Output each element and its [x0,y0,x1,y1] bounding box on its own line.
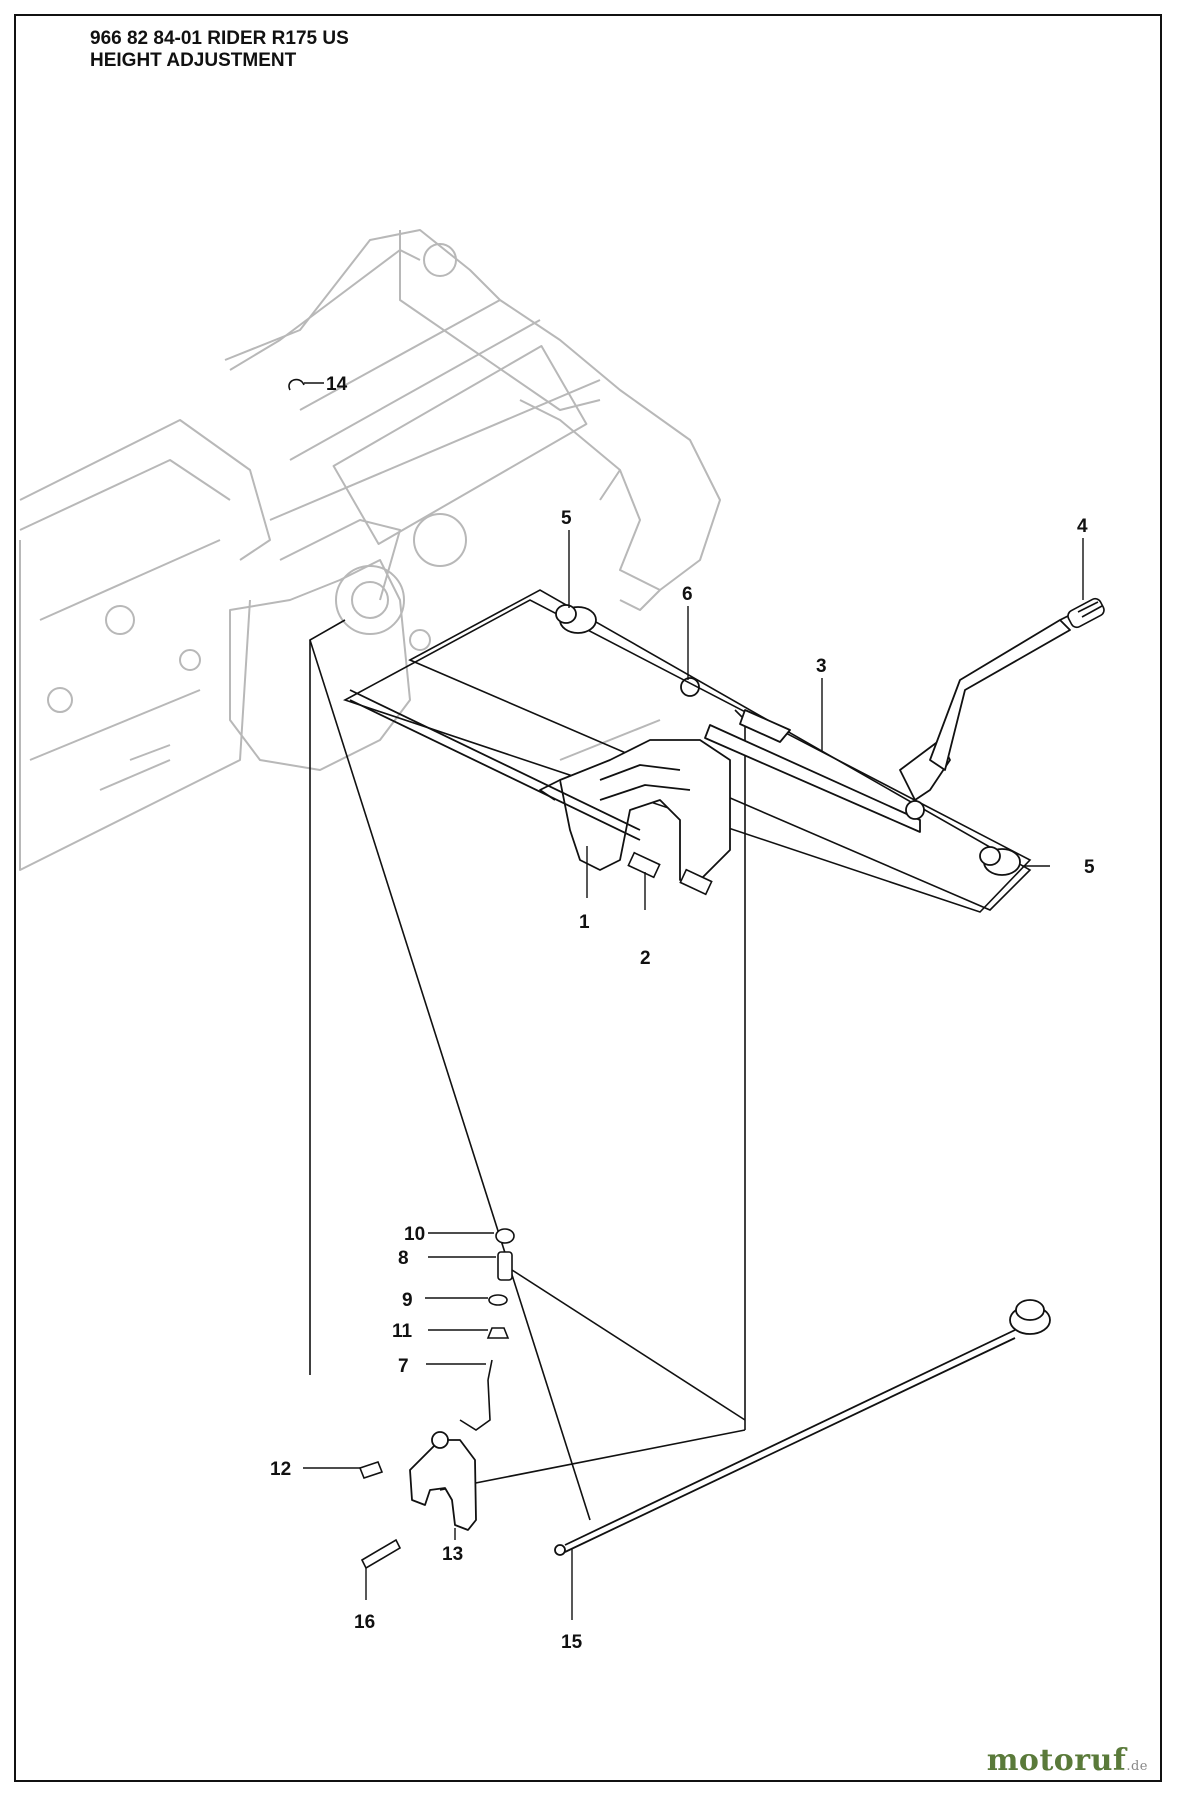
callout-5-top: 5 [561,508,572,529]
callout-7: 7 [398,1356,409,1377]
callout-14: 14 [326,374,348,395]
chassis-frame-ghost [19,229,721,871]
part-lift-lever [704,614,1071,833]
callout-6: 6 [682,584,693,605]
callout-labels: 5 6 3 4 5 1 2 10 8 9 11 7 12 13 14 15 16 [270,374,1095,1653]
callout-13: 13 [442,1544,463,1565]
leader-lines [303,382,1084,1620]
callout-5-bottom: 5 [1084,857,1095,878]
callout-10: 10 [404,1224,425,1245]
callout-12: 12 [270,1459,291,1480]
callout-1: 1 [579,912,590,933]
part-clip [288,378,305,391]
part-retaining-ring [680,677,700,697]
diagram-frame [14,14,1162,1782]
part-link-stack [459,1228,746,1431]
watermark-brand: motoruf [986,1743,1127,1778]
callout-3: 3 [816,656,827,677]
section-line: HEIGHT ADJUSTMENT [90,50,297,71]
callout-16: 16 [354,1612,375,1633]
callout-15: 15 [561,1632,583,1653]
model-line: 966 82 84-01 RIDER R175 US [90,28,349,49]
part-long-rod [554,1299,1051,1556]
diagram-title: 966 82 84-01 RIDER R175 US HEIGHT ADJUST… [90,28,349,72]
watermark-suffix: .de [1126,1759,1148,1774]
part-knob [1067,597,1105,629]
callout-2: 2 [640,948,651,969]
part-bushings [555,604,1021,876]
assembly-planes [309,589,1032,1521]
callout-9: 9 [402,1290,413,1311]
part-bolts [627,851,713,896]
callout-11: 11 [392,1321,413,1342]
part-pins [358,1461,402,1570]
motoruf-logo: motoruf.de [987,1743,1148,1778]
part-bracket [409,1431,477,1531]
part-selector-plate [349,689,731,881]
callout-8: 8 [398,1248,409,1269]
callout-4: 4 [1077,516,1088,537]
